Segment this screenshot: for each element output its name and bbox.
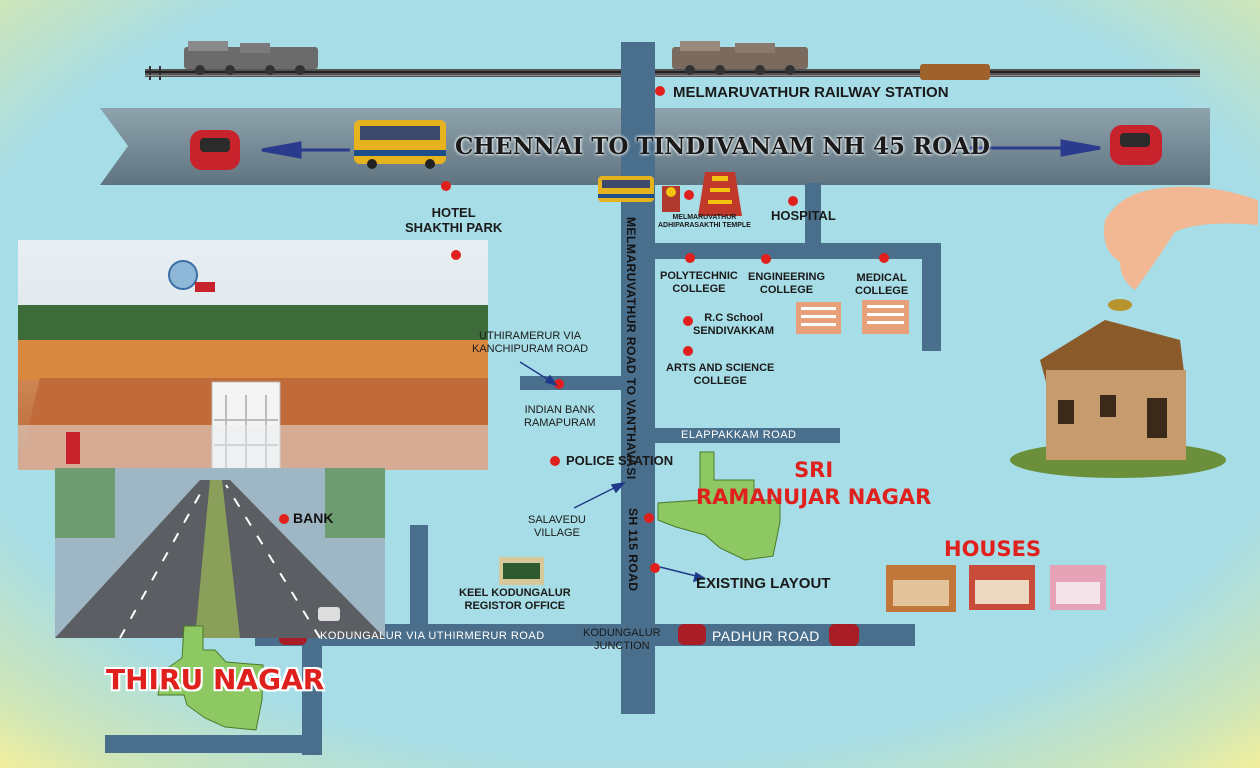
temple-label: MELMARUVATHUR ADHIPARASAKTHI TEMPLE (658, 214, 751, 230)
kodungalur-road-label: KODUNGALUR VIA UTHIRMERUR ROAD (320, 630, 545, 642)
arts-science-label: ARTS AND SCIENCE COLLEGE (666, 362, 775, 387)
house-photo (1050, 565, 1106, 610)
elappakkam-road (654, 428, 840, 443)
hospital-label: HOSPITAL (771, 208, 836, 223)
polytechnic-label: POLYTECHNIC COLLEGE (660, 270, 738, 295)
house-icon (1010, 320, 1226, 478)
existing-layout-label: EXISTING LAYOUT (696, 575, 831, 592)
marker-icon (683, 316, 693, 326)
registor-office-label: KEEL KODUNGALUR REGISTOR OFFICE (459, 587, 571, 612)
bus-icon (354, 120, 446, 169)
marker-icon (683, 346, 693, 356)
rc-school-label: R.C School SENDIVAKKAM (693, 312, 775, 337)
marker-icon (554, 379, 564, 389)
engineering-label: ENGINEERING COLLEGE (748, 271, 826, 296)
train-icon (672, 41, 808, 75)
marker-icon (650, 563, 660, 573)
police-station-label: POLICE STATION (566, 453, 674, 468)
marker-icon (879, 253, 889, 263)
marker-icon (655, 86, 665, 96)
marker-icon (761, 254, 771, 264)
marker-icon (685, 253, 695, 263)
highway-photo (55, 468, 385, 639)
sri-ramanujar-nagar-title: SRI RAMANUJAR NAGAR (696, 458, 932, 510)
highway-title: CHENNAI TO TINDIVANAM NH 45 ROAD (455, 133, 990, 160)
house-photo (886, 565, 956, 612)
college-building-icon (796, 302, 841, 334)
marker-icon (684, 190, 694, 200)
sri-ramanujar-plot (657, 451, 781, 561)
car-icon (829, 624, 859, 646)
houses-title: HOUSES (944, 537, 1042, 561)
marker-icon (550, 456, 560, 466)
vertical-road-label: MELMARUVATHUR ROAD TO VANTHAVASI (624, 217, 638, 480)
registor-office-icon (499, 557, 544, 585)
melmaruvathur-road (621, 42, 655, 714)
thiru-nagar-plot (157, 625, 264, 731)
railway-station-label: MELMARUVATHUR RAILWAY STATION (673, 84, 949, 101)
salavedu-label: SALAVEDU VILLAGE (528, 514, 586, 539)
junction-label: KODUNGALUR JUNCTION (583, 627, 661, 652)
train-icon (184, 41, 318, 75)
railway-track (145, 66, 1200, 80)
indian-bank-label: INDIAN BANK RAMAPURAM (524, 404, 596, 429)
temple-icon (662, 172, 742, 216)
land-photo (18, 240, 488, 473)
hand-coin-icon (1104, 186, 1258, 311)
marker-icon (451, 250, 461, 260)
marker-icon (279, 514, 289, 524)
train-icon (920, 64, 990, 80)
elappakkam-road-label: ELAPPAKKAM ROAD (681, 429, 797, 441)
pointer-arrows (519, 361, 706, 583)
college-building-icon (862, 300, 909, 334)
bus-icon (598, 176, 654, 202)
location-markers (279, 86, 889, 573)
marker-icon (644, 513, 654, 523)
car-icon (190, 130, 240, 170)
hotel-label: HOTEL SHAKTHI PARK (405, 205, 503, 235)
thiru-nagar-title: THIRU NAGAR (106, 663, 325, 696)
marker-icon (441, 181, 451, 191)
car-icon (678, 624, 706, 645)
padhur-road-label: PADHUR ROAD (712, 628, 820, 644)
medical-label: MEDICAL COLLEGE (855, 272, 909, 297)
direction-arrows (261, 139, 1101, 159)
sky-homes-logo (168, 260, 215, 292)
uthiramerur-road-label: UTHIRAMERUR VIA KANCHIPURAM ROAD (472, 330, 589, 355)
car-icon (1110, 125, 1162, 165)
marker-icon (788, 196, 798, 206)
bank-label: BANK (293, 510, 334, 526)
house-photo (969, 565, 1035, 610)
sh115-road-label: SH 115 ROAD (626, 508, 640, 592)
